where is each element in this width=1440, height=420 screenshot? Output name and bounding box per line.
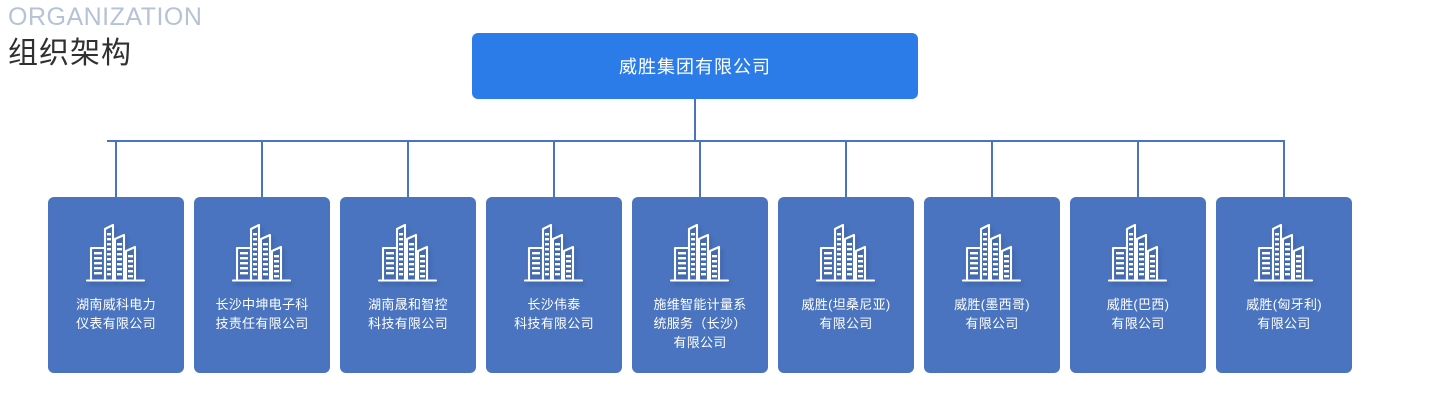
connector-drop <box>1137 140 1139 197</box>
connector-drop <box>553 140 555 197</box>
org-child-card[interactable]: 长沙伟泰 科技有限公司 <box>486 197 622 373</box>
org-child-card[interactable]: 威胜(巴西) 有限公司 <box>1070 197 1206 373</box>
org-child-card-label: 威胜(墨西哥) 有限公司 <box>954 297 1030 331</box>
connector-root-stem <box>694 99 696 141</box>
org-child-card-label: 长沙中坤电子科 技责任有限公司 <box>215 297 309 331</box>
buildings-icon <box>815 223 876 282</box>
org-child-card[interactable]: 威胜(坦桑尼亚) 有限公司 <box>778 197 914 373</box>
buildings-icon <box>961 223 1022 282</box>
buildings-icon <box>377 223 438 282</box>
org-child-card[interactable]: 威胜(墨西哥) 有限公司 <box>924 197 1060 373</box>
connector-drop <box>1283 140 1285 197</box>
org-child-card[interactable]: 威胜(匈牙利) 有限公司 <box>1216 197 1352 373</box>
heading-eyebrow: ORGANIZATION <box>8 3 203 31</box>
org-child-card-label: 湖南威科电力 仪表有限公司 <box>76 297 156 331</box>
connector-drop <box>407 140 409 197</box>
org-child-card-label: 湖南晟和智控 科技有限公司 <box>368 297 448 331</box>
connector-drop <box>699 140 701 197</box>
org-child-card-label: 施维智能计量系 统服务（长沙） 有限公司 <box>653 297 747 350</box>
org-child-card-label: 威胜(巴西) 有限公司 <box>1106 297 1170 331</box>
org-child-card-label: 威胜(坦桑尼亚) 有限公司 <box>801 297 891 331</box>
buildings-icon <box>523 223 584 282</box>
org-child-card-label: 长沙伟泰 科技有限公司 <box>514 297 594 331</box>
org-child-card[interactable]: 施维智能计量系 统服务（长沙） 有限公司 <box>632 197 768 373</box>
connector-drop <box>261 140 263 197</box>
org-child-card[interactable]: 湖南晟和智控 科技有限公司 <box>340 197 476 373</box>
page-heading: ORGANIZATION 组织架构 <box>8 2 202 76</box>
org-root-node-label: 威胜集团有限公司 <box>619 57 771 77</box>
page-title: 组织架构 <box>8 37 132 70</box>
org-child-card-label: 威胜(匈牙利) 有限公司 <box>1246 297 1322 331</box>
connector-drop <box>115 140 117 197</box>
buildings-icon <box>85 223 146 282</box>
buildings-icon <box>1253 223 1314 282</box>
org-root-node[interactable]: 威胜集团有限公司 <box>472 33 918 99</box>
org-child-card[interactable]: 长沙中坤电子科 技责任有限公司 <box>194 197 330 373</box>
org-children-row: 湖南威科电力 仪表有限公司 长沙中坤电子科 技责任有限公司 <box>48 197 1352 373</box>
connector-drop <box>991 140 993 197</box>
buildings-icon <box>669 223 730 282</box>
org-child-card[interactable]: 湖南威科电力 仪表有限公司 <box>48 197 184 373</box>
buildings-icon <box>1107 223 1168 282</box>
connector-horizontal-bus <box>107 140 1283 142</box>
buildings-icon <box>231 223 292 282</box>
connector-drop <box>845 140 847 197</box>
